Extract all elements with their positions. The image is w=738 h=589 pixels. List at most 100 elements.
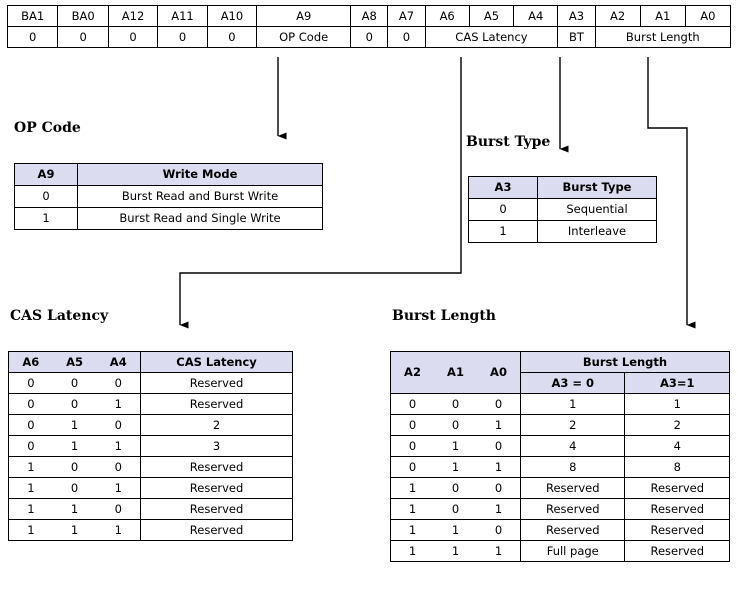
cell-a1: 1 [434, 540, 477, 562]
cell-a9: 1 [14, 207, 78, 230]
table-row: 1 Interleave [468, 220, 657, 243]
cell-a4: 0 [96, 456, 142, 478]
cell-a0: 1 [477, 414, 521, 436]
cell-a6: 1 [7, 456, 53, 478]
register-field: 0 [350, 26, 389, 48]
cell-a0: 1 [477, 540, 521, 562]
page-title-opcode: OP Code [14, 120, 81, 136]
cell-cas-latency: 3 [140, 435, 293, 457]
cell-a5: 1 [52, 498, 97, 520]
burst-type-table: A3 Burst Type 0 Sequential 1 Interleave [468, 176, 657, 243]
cell-cas-latency: Reserved [140, 456, 293, 478]
register-bit-label: BA1 [6, 5, 59, 27]
table-row: 1 1 0 Reserved [7, 498, 293, 520]
cell-a5: 0 [52, 372, 97, 394]
register-bit-label: A5 [468, 5, 515, 27]
cell-bl-a3-0: 4 [519, 435, 626, 457]
register-bit-label: A6 [424, 5, 470, 27]
cell-cas-latency: Reserved [140, 393, 293, 415]
cell-a6: 1 [7, 498, 53, 520]
register-field: 0 [206, 26, 258, 48]
register-field-row: 0 0 0 0 0 OP Code 0 0 CAS Latency BT Bur… [6, 26, 732, 48]
cell-cas-latency: 2 [140, 414, 293, 436]
cell-cas-latency: Reserved [140, 372, 293, 394]
cell-a6: 0 [7, 435, 53, 457]
table-row: 1 1 1 Full page Reserved [390, 540, 730, 562]
mode-register-table: BA1 BA0 A12 A11 A10 A9 A8 A7 A6 A5 A4 A3… [6, 5, 732, 48]
cell-burst-type: Interleave [537, 220, 657, 243]
cell-bl-a3-0: 8 [519, 456, 626, 478]
cell-a4: 1 [96, 477, 142, 499]
cell-bl-a3-1: 4 [624, 435, 730, 457]
column-header-write-mode: Write Mode [77, 163, 323, 186]
cell-bl-a3-0: Reserved [519, 519, 626, 541]
cell-bl-a3-0: Reserved [519, 498, 626, 520]
table-row: 1 1 0 Reserved Reserved [390, 519, 730, 541]
page-title-cas-latency: CAS Latency [10, 308, 109, 324]
column-header-burst-type: Burst Type [537, 176, 657, 199]
table-header-row: A6 A5 A4 CAS Latency [7, 351, 293, 373]
register-field-burst-type: BT [557, 26, 596, 48]
cell-a6: 0 [7, 393, 53, 415]
register-field-cas-latency: CAS Latency [424, 26, 559, 48]
table-row: 0 0 0 1 1 [390, 393, 730, 415]
cell-a2: 0 [390, 393, 434, 415]
cell-a1: 0 [434, 393, 477, 415]
column-header-a9: A9 [14, 163, 78, 186]
cell-bl-a3-0: Reserved [519, 477, 626, 499]
cell-cas-latency: Reserved [140, 477, 293, 499]
column-header-a5: A5 [52, 351, 97, 373]
cell-a0: 1 [477, 498, 521, 520]
cell-a0: 0 [477, 519, 521, 541]
cell-a6: 0 [7, 372, 53, 394]
cell-a5: 1 [52, 519, 97, 541]
cell-a0: 0 [477, 435, 521, 457]
cell-cas-latency: Reserved [140, 498, 293, 520]
cell-a0: 1 [477, 456, 521, 478]
cell-write-mode: Burst Read and Single Write [77, 207, 323, 230]
cell-a5: 0 [52, 393, 97, 415]
register-field-burst-length: Burst Length [594, 26, 732, 48]
register-field: 0 [6, 26, 59, 48]
cell-a4: 1 [96, 393, 142, 415]
cell-a4: 1 [96, 435, 142, 457]
register-field: 0 [57, 26, 109, 48]
cell-bl-a3-1: 2 [624, 414, 730, 436]
register-bit-label: BA0 [57, 5, 109, 27]
table-row: 0 1 0 4 4 [390, 435, 730, 457]
cell-burst-type: Sequential [537, 198, 657, 221]
opcode-table: A9 Write Mode 0 Burst Read and Burst Wri… [14, 163, 323, 230]
cell-a6: 1 [7, 519, 53, 541]
cell-a1: 1 [434, 456, 477, 478]
cell-a2: 1 [390, 519, 434, 541]
column-header-a1: A1 [434, 351, 477, 394]
table-row: 1 0 1 Reserved Reserved [390, 498, 730, 520]
register-bit-label: A3 [557, 5, 596, 27]
cell-a4: 0 [96, 498, 142, 520]
table-header-row: A9 Write Mode [14, 163, 323, 186]
cell-a3: 0 [468, 198, 538, 221]
column-header-a0: A0 [477, 351, 521, 394]
cell-a5: 1 [52, 414, 97, 436]
column-header-a4: A4 [96, 351, 142, 373]
cell-a4: 1 [96, 519, 142, 541]
register-bit-label: A0 [684, 5, 732, 27]
cell-a0: 0 [477, 477, 521, 499]
page-title-burst-length: Burst Length [392, 308, 496, 324]
table-header-row-sub: A3 = 0 A3=1 [391, 372, 730, 394]
register-field: 0 [107, 26, 159, 48]
cell-bl-a3-1: Reserved [624, 498, 730, 520]
table-row: 1 1 1 Reserved [7, 519, 293, 541]
cell-a6: 1 [7, 477, 53, 499]
cell-a2: 1 [390, 498, 434, 520]
column-header-a2: A2 [390, 351, 434, 394]
register-bit-label: A1 [639, 5, 686, 27]
table-row: 0 0 1 Reserved [7, 393, 293, 415]
cell-a3: 1 [468, 220, 538, 243]
cell-bl-a3-0: 1 [519, 393, 626, 415]
cell-a5: 1 [52, 435, 97, 457]
cell-a5: 0 [52, 477, 97, 499]
register-field: 0 [157, 26, 208, 48]
table-header-row-top: A2 A1 A0 Burst Length [390, 351, 730, 394]
table-row: 0 0 1 2 2 [390, 414, 730, 436]
